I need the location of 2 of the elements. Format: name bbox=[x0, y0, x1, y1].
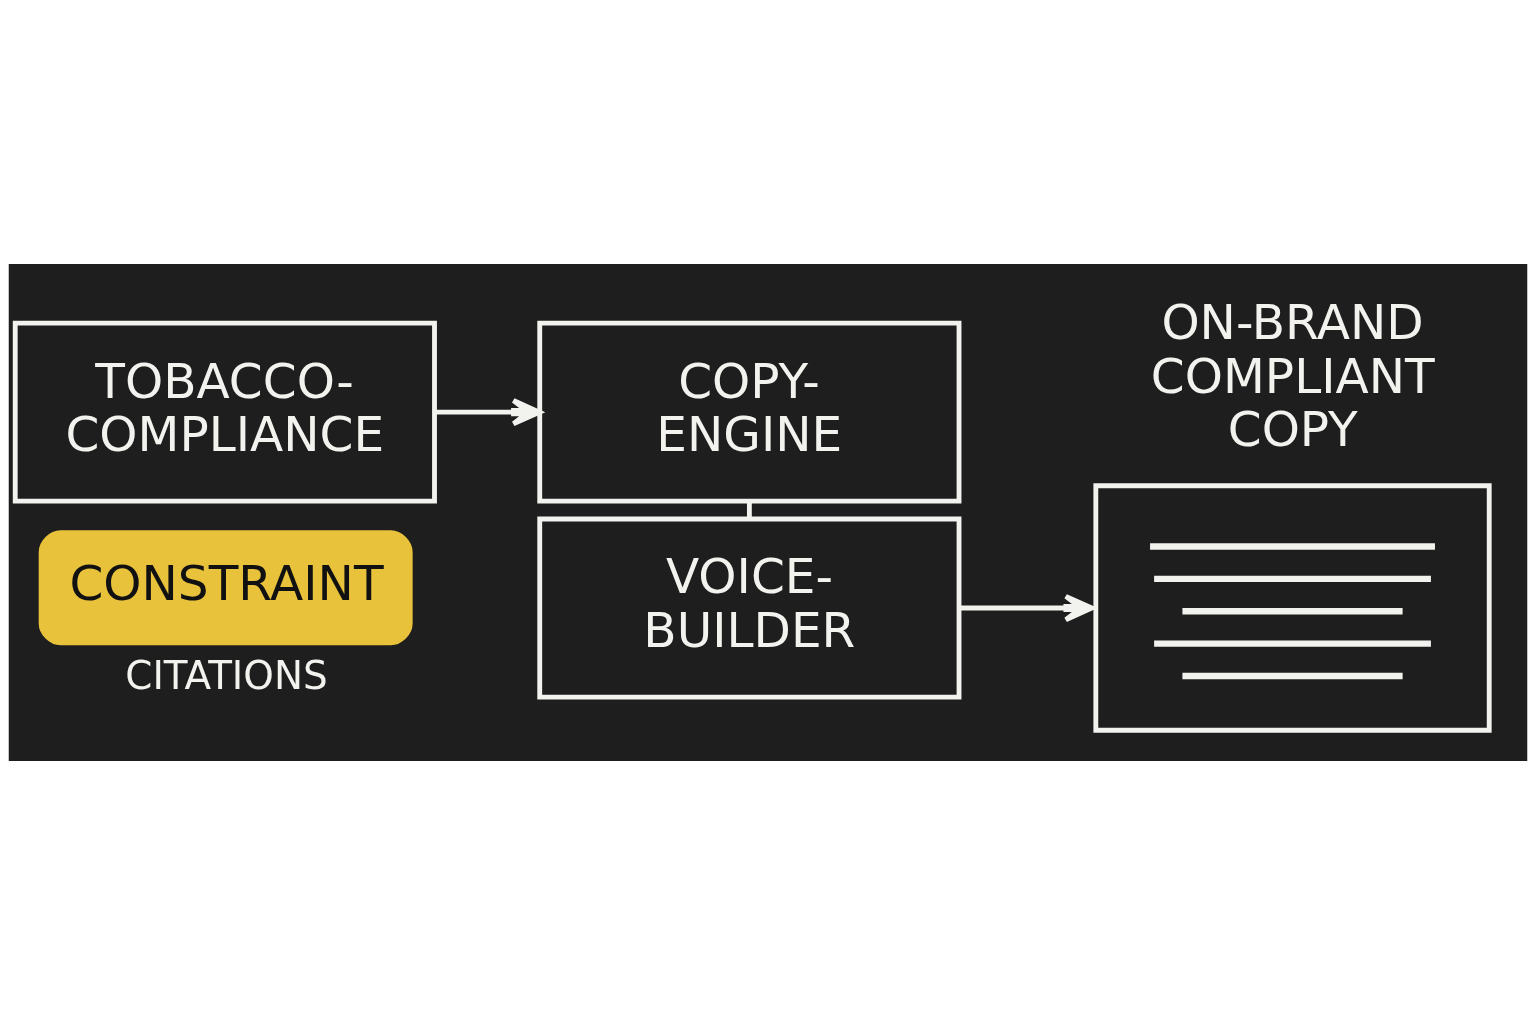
node-label: CITATIONS bbox=[125, 652, 328, 698]
node-label: ON-BRAND COMPLIANT COPY bbox=[1150, 293, 1435, 457]
